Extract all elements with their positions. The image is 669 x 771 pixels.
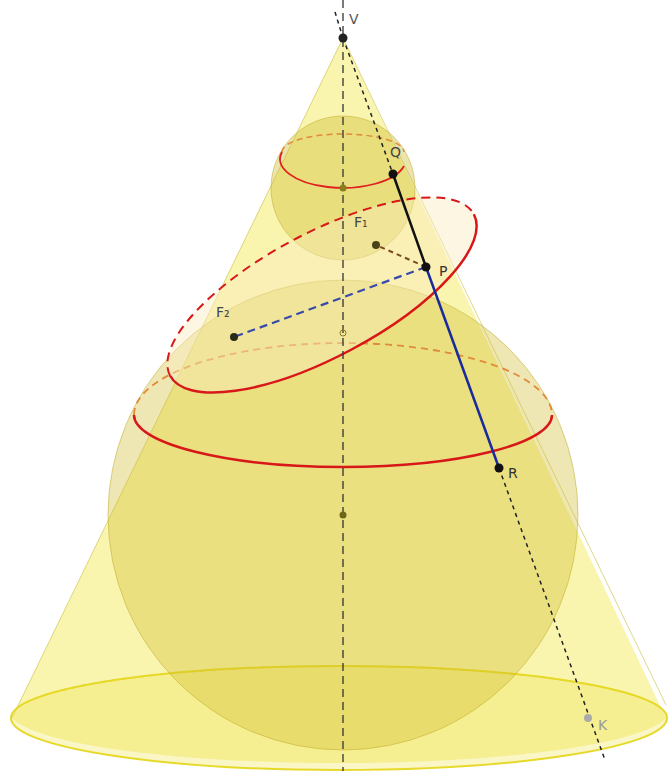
- point-label: V: [349, 12, 359, 26]
- conic-ellipse-back: [141, 160, 474, 376]
- vertex-point: [339, 34, 348, 43]
- cone-axis: [342, 0, 343, 771]
- cone-body: [12, 38, 666, 763]
- segment-pr: [426, 267, 499, 468]
- focal-segment: [376, 245, 426, 267]
- focus-point: [372, 241, 380, 249]
- tangency-circle-small: [280, 152, 404, 188]
- conic-plane: [141, 160, 503, 431]
- focus-point: [230, 333, 238, 341]
- generator-line: [499, 468, 605, 760]
- point: [422, 263, 431, 272]
- point-label: F₂: [216, 305, 230, 319]
- point-label: K: [598, 718, 607, 732]
- point: [495, 464, 504, 473]
- point: [389, 170, 398, 179]
- segment-qp: [393, 174, 426, 267]
- sphere-center: [340, 512, 347, 519]
- point-label: R: [508, 466, 518, 480]
- point-label: P: [439, 264, 447, 278]
- point-label: Q: [390, 145, 401, 159]
- axis-point: [340, 330, 346, 336]
- point: [584, 714, 592, 722]
- sphere-center: [340, 185, 347, 192]
- conic-ellipse: [170, 214, 503, 430]
- generator-line: [343, 38, 393, 174]
- focal-segment: [234, 267, 426, 337]
- point-label: F₁: [354, 215, 368, 229]
